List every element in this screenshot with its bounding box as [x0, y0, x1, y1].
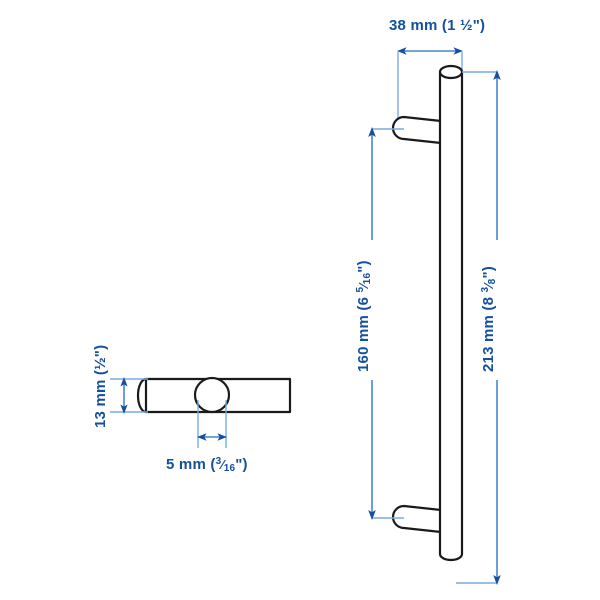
arrow-top-213mm	[493, 70, 501, 80]
label-backdrop-213mm	[477, 240, 499, 380]
arrow-bottom-160mm	[368, 510, 376, 520]
handle-cylinder-body	[438, 70, 464, 562]
arrow-bottom-213mm	[493, 575, 501, 585]
label-160mm-prefix: 160 mm (6	[355, 292, 372, 372]
label-5mm-denominator: 16	[224, 463, 236, 474]
label-5mm-numerator: 3	[216, 456, 222, 467]
handle-bottom-leg	[391, 504, 443, 534]
label-backdrop-160mm	[352, 240, 374, 380]
svg-text:13 mm (½"): 13 mm (½")	[92, 345, 109, 428]
dimension-160mm-group	[352, 127, 404, 520]
handle-cylinder-top-ellipse	[438, 64, 464, 80]
label-213mm-prefix: 213 mm (8	[480, 292, 497, 372]
arrow-right-5mm	[217, 433, 227, 441]
svg-text:160 mm (6 5⁄16"): 160 mm (6 5⁄16")	[355, 260, 373, 372]
handle-detail-view	[136, 376, 292, 414]
dimension-label-5mm: 5 mm (3⁄16")	[166, 456, 248, 474]
arrow-left-5mm	[197, 433, 207, 441]
svg-text:213 mm (8 3⁄8"): 213 mm (8 3⁄8")	[480, 266, 498, 372]
label-160mm-suffix: ")	[355, 260, 372, 273]
dimension-label-13mm: 13 mm (½")	[92, 345, 109, 428]
dimension-5mm-group	[197, 400, 227, 448]
arrow-top-13mm	[120, 377, 128, 387]
label-213mm-denominator: 8	[487, 278, 498, 284]
handle-top-leg	[391, 115, 443, 145]
label-160mm-denominator: 16	[362, 273, 373, 285]
arrow-left-38mm	[397, 47, 407, 55]
dimension-label-38mm: 38 mm (1 ½")	[389, 17, 485, 34]
label-5mm-suffix: ")	[235, 456, 248, 473]
handle-main-view	[391, 64, 464, 562]
label-213mm-suffix: ")	[480, 266, 497, 279]
arrow-right-38mm	[453, 47, 463, 55]
detail-screw-hole-circle	[193, 376, 231, 414]
arrow-top-160mm	[368, 127, 376, 137]
label-160mm-numerator: 5	[355, 286, 366, 292]
arrow-bottom-13mm	[120, 404, 128, 414]
dimension-label-213mm: 213 mm (8 3⁄8")	[480, 266, 498, 372]
dimension-213mm-group	[456, 70, 501, 585]
label-5mm-prefix: 5 mm (	[166, 456, 216, 473]
label-213mm-numerator: 3	[480, 286, 491, 292]
dimension-label-160mm: 160 mm (6 5⁄16")	[355, 260, 373, 372]
dimension-13mm-group	[110, 377, 148, 414]
